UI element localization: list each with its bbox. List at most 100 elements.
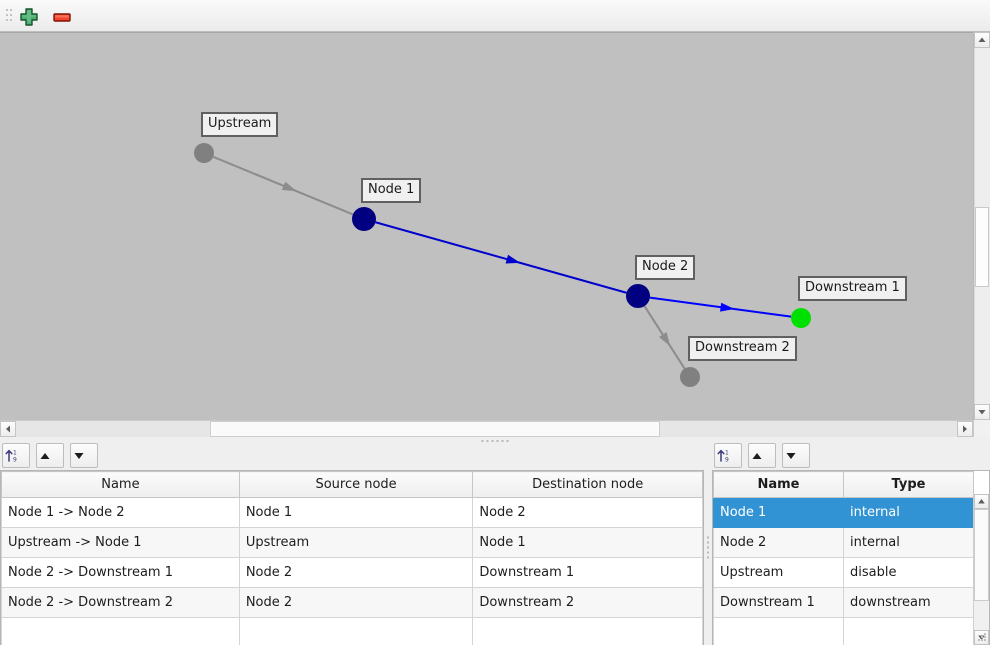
graph-node-node2[interactable]	[626, 284, 650, 308]
vscrollbar-thumb[interactable]	[975, 207, 989, 287]
triangle-up-icon	[749, 449, 775, 463]
edges-table-container[interactable]: Name Source node Destination node Node 1…	[0, 470, 704, 645]
nodes-table-empty-row	[713, 617, 974, 645]
graph-node-label-downstream1[interactable]: Downstream 1	[798, 276, 907, 301]
edges-move-down-button[interactable]	[70, 443, 98, 468]
horizontal-splitter[interactable]	[0, 437, 990, 445]
graph-edge-node1-node2[interactable]	[375, 221, 627, 294]
graph-node-label-node1[interactable]: Node 1	[361, 178, 422, 203]
edge-name-cell: Node 1 -> Node 2	[1, 497, 240, 528]
edge-destination-cell: Downstream 2	[472, 587, 703, 618]
edge-arrow-icon-upstream-node1	[281, 181, 297, 192]
graph-node-label-upstream[interactable]: Upstream	[201, 112, 279, 137]
edge-arrow-icon-node2-downstream1	[720, 302, 735, 312]
edge-name-cell: Node 2 -> Downstream 2	[1, 587, 240, 618]
edge-name-cell: Upstream -> Node 1	[1, 527, 240, 558]
column-header-destination[interactable]: Destination node	[472, 471, 703, 498]
edges-panel: 1 9 Name	[0, 443, 704, 645]
graph-node-node1[interactable]	[352, 207, 376, 231]
empty-cell	[1, 617, 240, 645]
edge-destination-cell: Node 1	[472, 527, 703, 558]
graph-node-downstream2[interactable]	[680, 367, 700, 387]
nodes-sort-toolbar: 1 9	[712, 443, 990, 470]
add-button[interactable]	[17, 6, 41, 28]
edges-move-up-button[interactable]	[36, 443, 64, 468]
node-name-cell: Node 2	[713, 527, 844, 558]
canvas-vertical-scrollbar[interactable]	[973, 32, 990, 420]
column-header-name[interactable]: Name	[713, 471, 844, 498]
edge-source-cell: Upstream	[238, 527, 474, 558]
nodes-table-scrollbar[interactable]	[973, 494, 989, 645]
graph-node-downstream1[interactable]	[791, 308, 811, 328]
delete-button[interactable]	[50, 6, 74, 28]
scroll-right-arrow-icon[interactable]	[957, 421, 973, 437]
splitter-handle-dots	[707, 536, 709, 562]
sort-icon: 1 9	[715, 447, 741, 464]
hscrollbar-thumb[interactable]	[210, 421, 660, 437]
graph-edges-layer	[212, 155, 792, 370]
graph-edge-upstream-node1[interactable]	[212, 155, 354, 216]
minus-icon	[50, 6, 74, 28]
edge-destination-cell: Node 2	[472, 497, 703, 528]
column-header-source[interactable]: Source node	[238, 471, 474, 498]
edges-sort-button[interactable]: 1 9	[2, 443, 30, 468]
column-header-name[interactable]: Name	[1, 471, 240, 498]
node-name-cell: Downstream 1	[713, 587, 844, 618]
edge-source-cell: Node 2	[238, 587, 474, 618]
node-type-cell: disable	[843, 557, 974, 588]
svg-text:1: 1	[725, 450, 729, 457]
empty-cell	[472, 617, 703, 645]
edges-sort-toolbar: 1 9	[0, 443, 704, 470]
triangle-down-icon	[783, 449, 809, 463]
edge-destination-cell: Downstream 1	[472, 557, 703, 588]
plus-icon	[17, 6, 41, 28]
svg-text:1: 1	[13, 450, 17, 457]
nodes-scrollbar-thumb[interactable]	[974, 509, 989, 601]
nodes-move-down-button[interactable]	[782, 443, 810, 468]
nodes-sort-button[interactable]: 1 9	[714, 443, 742, 468]
empty-cell	[238, 617, 474, 645]
edges-table: Name Source node Destination node Node 1…	[1, 471, 703, 645]
empty-cell	[843, 617, 974, 645]
vertical-splitter[interactable]	[704, 470, 712, 628]
nodes-panel: 1 9 Name	[712, 443, 990, 645]
toolbar-drag-grip[interactable]	[6, 9, 12, 24]
canvas-horizontal-scrollbar[interactable]	[0, 420, 990, 437]
scroll-up-arrow-icon[interactable]	[974, 32, 990, 48]
triangle-down-icon	[71, 449, 97, 463]
graph-edge-node2-downstream1[interactable]	[649, 296, 792, 318]
scroll-down-arrow-icon[interactable]	[974, 404, 990, 420]
graph-node-upstream[interactable]	[194, 143, 214, 163]
svg-text:9: 9	[725, 457, 729, 464]
nodes-move-up-button[interactable]	[748, 443, 776, 468]
edge-source-cell: Node 2	[238, 557, 474, 588]
scroll-up-arrow-icon[interactable]	[974, 494, 989, 509]
main-toolbar	[0, 0, 990, 32]
node-type-cell: internal	[843, 497, 974, 528]
scrollbar-corner	[973, 420, 990, 437]
sort-icon: 1 9	[3, 447, 29, 464]
window-resize-grip[interactable]	[977, 632, 987, 642]
node-type-cell: internal	[843, 527, 974, 558]
graph-node-label-node2[interactable]: Node 2	[635, 255, 696, 280]
edge-name-cell: Node 2 -> Downstream 1	[1, 557, 240, 588]
edge-arrow-icon-node1-node2	[505, 254, 521, 264]
scroll-left-arrow-icon[interactable]	[0, 421, 16, 437]
edge-source-cell: Node 1	[238, 497, 474, 528]
column-header-type[interactable]: Type	[843, 471, 974, 498]
edge-arrow-icon-node2-downstream2	[658, 332, 671, 347]
svg-text:9: 9	[13, 457, 17, 464]
graph-node-label-downstream2[interactable]: Downstream 2	[688, 336, 797, 361]
